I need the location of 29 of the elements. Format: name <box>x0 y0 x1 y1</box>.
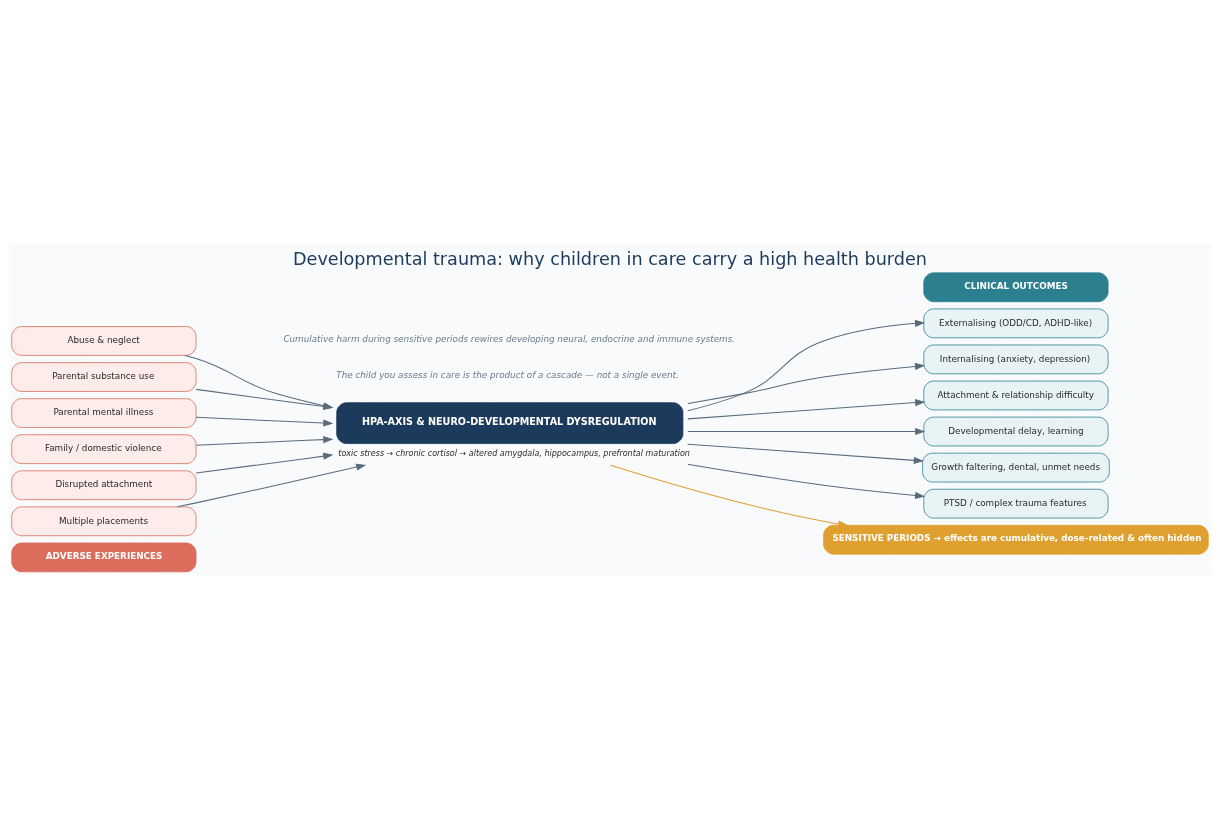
node-label: toxic stress → chronic cortisol → altered amygdala, hippocampus, prefrontal maturation <box>338 448 690 458</box>
diagram-title: Developmental trauma: why children in care carry a high health burden <box>292 248 928 269</box>
node-box: Growth faltering, dental, unmet needs <box>922 452 1110 482</box>
arrow <box>195 452 334 474</box>
arrow <box>195 435 334 446</box>
node-box: Parental mental illness <box>11 397 197 428</box>
node-box: CLINICAL OUTCOMES <box>923 271 1109 302</box>
arrow <box>195 416 334 427</box>
arrow <box>687 398 926 419</box>
arrow <box>610 464 849 527</box>
node-box: Family / domestic violence <box>11 433 197 464</box>
node-box: Multiple placements <box>11 506 197 536</box>
node-box: Attachment & relationship difficulty <box>923 380 1109 410</box>
node-box: Disrupted attachment <box>11 469 197 500</box>
arrow <box>687 319 926 411</box>
arrow <box>687 427 926 435</box>
node-box: PTSD / complex trauma features <box>923 488 1109 518</box>
arrow <box>687 463 926 499</box>
label: The child you assess in care is the product of a cascade — not a single event. <box>336 369 679 380</box>
label: Cumulative harm during sensitive periods rewires developing neural, endocrine and immune systems. <box>283 333 736 344</box>
arrow <box>687 443 924 464</box>
node-box: Internalising (anxiety, depression) <box>923 344 1109 374</box>
node-box: Parental substance use <box>11 361 197 392</box>
arrow <box>687 362 926 404</box>
node-box: ADVERSE EXPERIENCES <box>11 542 197 572</box>
node-box: Abuse & neglect <box>11 325 197 356</box>
node-box: SENSITIVE PERIODS → effects are cumulative, dose-related & often hidden <box>823 524 1209 555</box>
node-box: Developmental delay, learning <box>923 416 1109 446</box>
node-box: Externalising (ODD/CD, ADHD-like) <box>923 308 1109 338</box>
